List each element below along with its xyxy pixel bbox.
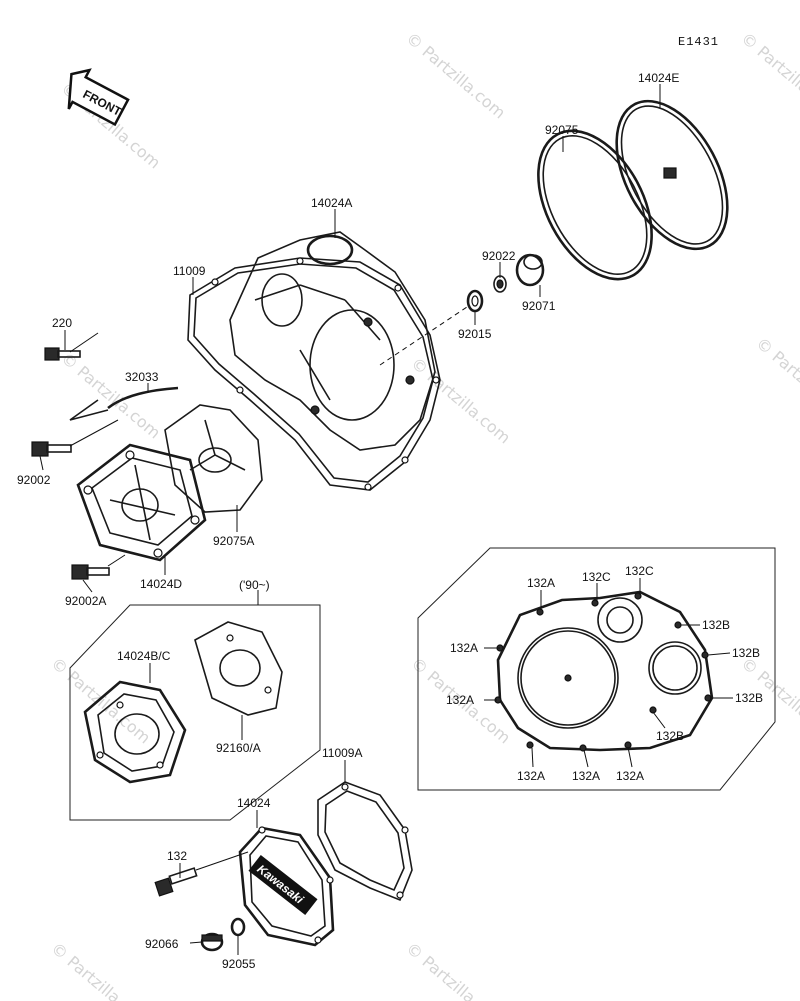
label-14024D: 14024D — [140, 577, 182, 591]
label-92075A: 92075A — [213, 534, 254, 548]
o-ring-92075 — [537, 129, 653, 281]
bolt-220 — [44, 347, 81, 361]
bolt-label: 132B — [732, 646, 760, 660]
label-11009A: 11009A — [322, 746, 362, 760]
label-14024E: 14024E — [638, 71, 679, 85]
plug-92071 — [515, 253, 545, 287]
label-14024BC: 14024B/C — [117, 649, 171, 663]
watermark-text: © Partzilla.com — [47, 939, 154, 1001]
leader-lines — [39, 84, 733, 955]
label-92055: 92055 — [222, 957, 256, 971]
label-11009: 11009 — [173, 264, 206, 278]
label-92002: 92002 — [17, 473, 51, 487]
label-220: 220 — [52, 316, 72, 330]
bolt-label: 132C — [625, 564, 654, 578]
watermark-text: © Partzilla.com — [402, 939, 509, 1001]
label-92022: 92022 — [482, 249, 516, 263]
label-92075: 92075 — [545, 123, 579, 137]
cover-14024D — [76, 443, 207, 562]
bolt-label: 132A — [616, 769, 644, 783]
cover-14024BC — [83, 680, 187, 784]
washer-92022 — [493, 275, 507, 293]
watermark-text: © Partzilla.com — [752, 334, 800, 428]
hose-32033 — [69, 386, 179, 421]
watermark-text: © Partzilla.com — [737, 29, 800, 123]
bolt-92002A — [71, 564, 110, 580]
label-92160A: 92160/A — [216, 741, 261, 755]
year-note: ('90~) — [239, 578, 270, 592]
brand-emblem: Kawasaki — [248, 854, 318, 916]
bolt-label: 132B — [702, 618, 730, 632]
bolt-label: 132C — [582, 570, 611, 584]
year-variant-box — [69, 604, 321, 821]
cover-14024A — [229, 231, 436, 451]
o-ring-92055 — [230, 917, 246, 937]
bolt-location-labels: 132A 132C 132C 132B 132A 132B 132A 132B … — [446, 564, 763, 783]
bolt-label: 132A — [527, 576, 555, 590]
label-14024: 14024 — [237, 796, 271, 810]
engine-cover-detail — [494, 590, 714, 752]
gasket-92075A — [164, 404, 263, 513]
label-14024A: 14024A — [311, 196, 352, 210]
label-92002A: 92002A — [65, 594, 106, 608]
bolt-label: 132A — [572, 769, 600, 783]
label-92015: 92015 — [458, 327, 492, 341]
bolt-label: 132B — [735, 691, 763, 705]
watermark-text: © Partzilla.com — [402, 29, 509, 123]
label-92071: 92071 — [522, 299, 556, 313]
bolt-92002 — [31, 441, 72, 457]
bolt-label: 132B — [656, 729, 684, 743]
part-labels: 14024E 92075 14024A 11009 92022 92071 92… — [17, 71, 679, 971]
cap-14024E — [615, 99, 729, 251]
bolt-label: 132A — [450, 641, 478, 655]
clutch-cover-14024: Kawasaki — [238, 826, 335, 947]
label-132: 132 — [167, 849, 187, 863]
bolt-label: 132A — [517, 769, 545, 783]
gasket-11009A — [317, 781, 413, 902]
diagram-id: E1431 — [678, 35, 719, 49]
watermark-text: © Partzilla.com — [57, 349, 164, 443]
bolt-label: 132A — [446, 693, 474, 707]
alignment-line — [379, 304, 471, 366]
gasket-92160A — [194, 621, 283, 716]
watermark-layer: © Partzilla.com © Partzilla.com © Partzi… — [47, 29, 800, 1001]
plug-92066 — [200, 932, 224, 952]
label-32033: 32033 — [125, 370, 159, 384]
gasket-11009 — [187, 257, 441, 491]
brand-text: Kawasaki — [254, 862, 306, 907]
bolt-location-box — [417, 547, 776, 791]
seal-92015 — [466, 289, 484, 313]
label-92066: 92066 — [145, 937, 179, 951]
bolt-132 — [154, 867, 198, 897]
watermark-text: © Partzilla.com — [407, 354, 514, 448]
